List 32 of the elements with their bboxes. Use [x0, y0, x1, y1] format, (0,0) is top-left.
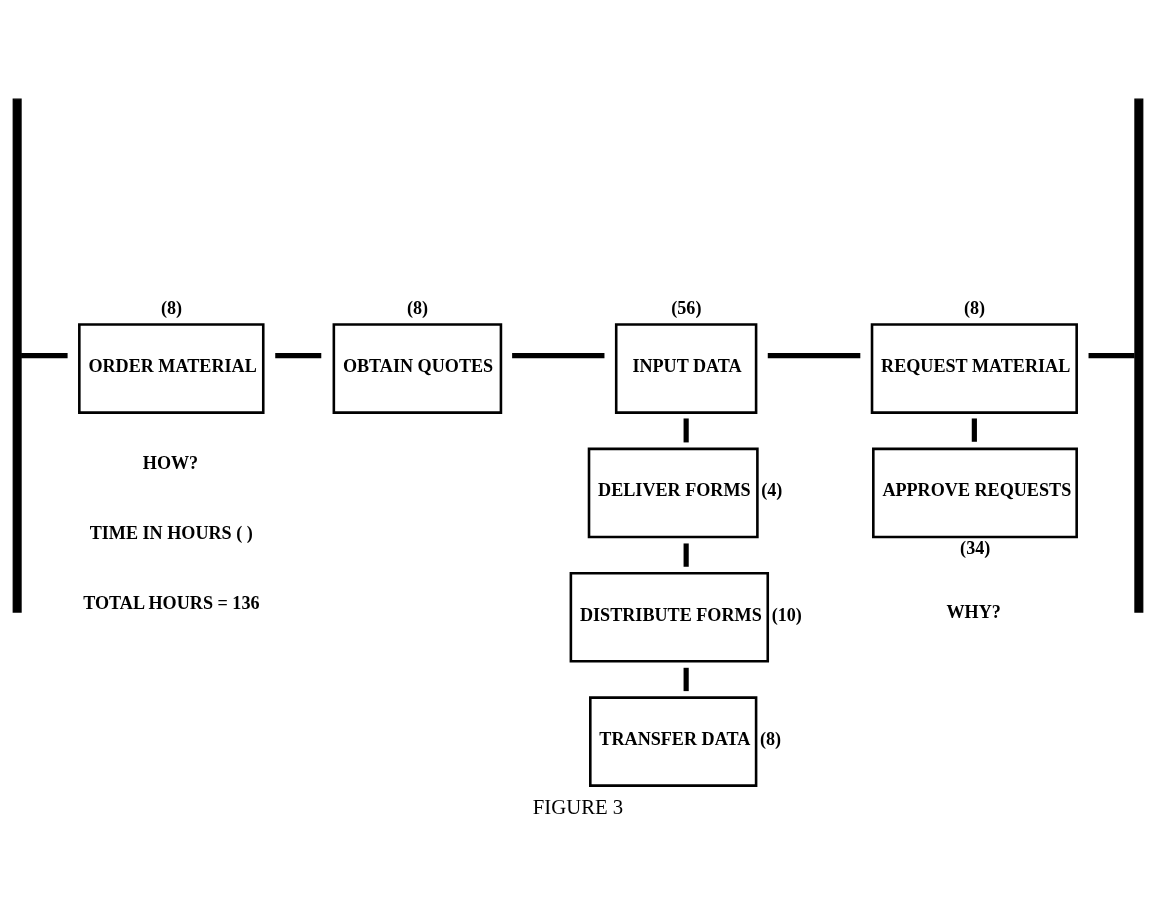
node-box: ORDER MATERIAL — [78, 322, 265, 414]
connector — [971, 417, 977, 442]
connector — [1088, 352, 1135, 358]
node-label: (8) — [407, 297, 429, 318]
connector — [683, 542, 689, 567]
node-bar — [1134, 98, 1144, 613]
node-box: OBTAIN QUOTES — [332, 322, 503, 414]
label: WHY? — [946, 601, 1001, 622]
node-label: (34) — [960, 537, 991, 558]
connector — [683, 417, 689, 442]
node-box: DISTRIBUTE FORMS — [569, 571, 770, 663]
node-label: (8) — [759, 728, 782, 749]
node-box: INPUT DATA — [614, 322, 758, 414]
label: TIME IN HOURS ( ) — [89, 522, 253, 543]
node-label: (56) — [671, 297, 702, 318]
connector — [21, 352, 68, 358]
connector — [275, 352, 322, 358]
label: HOW? — [142, 452, 199, 473]
node-box: TRANSFER DATA — [589, 695, 758, 787]
node-label: (10) — [771, 604, 802, 625]
connector — [767, 352, 861, 358]
node-box: DELIVER FORMS — [587, 447, 759, 538]
node-box: APPROVE REQUESTS — [872, 447, 1078, 538]
node-label: (8) — [963, 297, 986, 318]
connector — [512, 352, 605, 358]
node-label: (4) — [761, 479, 783, 500]
connector — [683, 667, 689, 691]
label: TOTAL HOURS = 136 — [83, 592, 260, 613]
node-label: (8) — [160, 297, 183, 318]
node-bar — [12, 98, 22, 613]
caption: FIGURE 3 — [532, 795, 624, 818]
node-box: REQUEST MATERIAL — [870, 322, 1078, 414]
